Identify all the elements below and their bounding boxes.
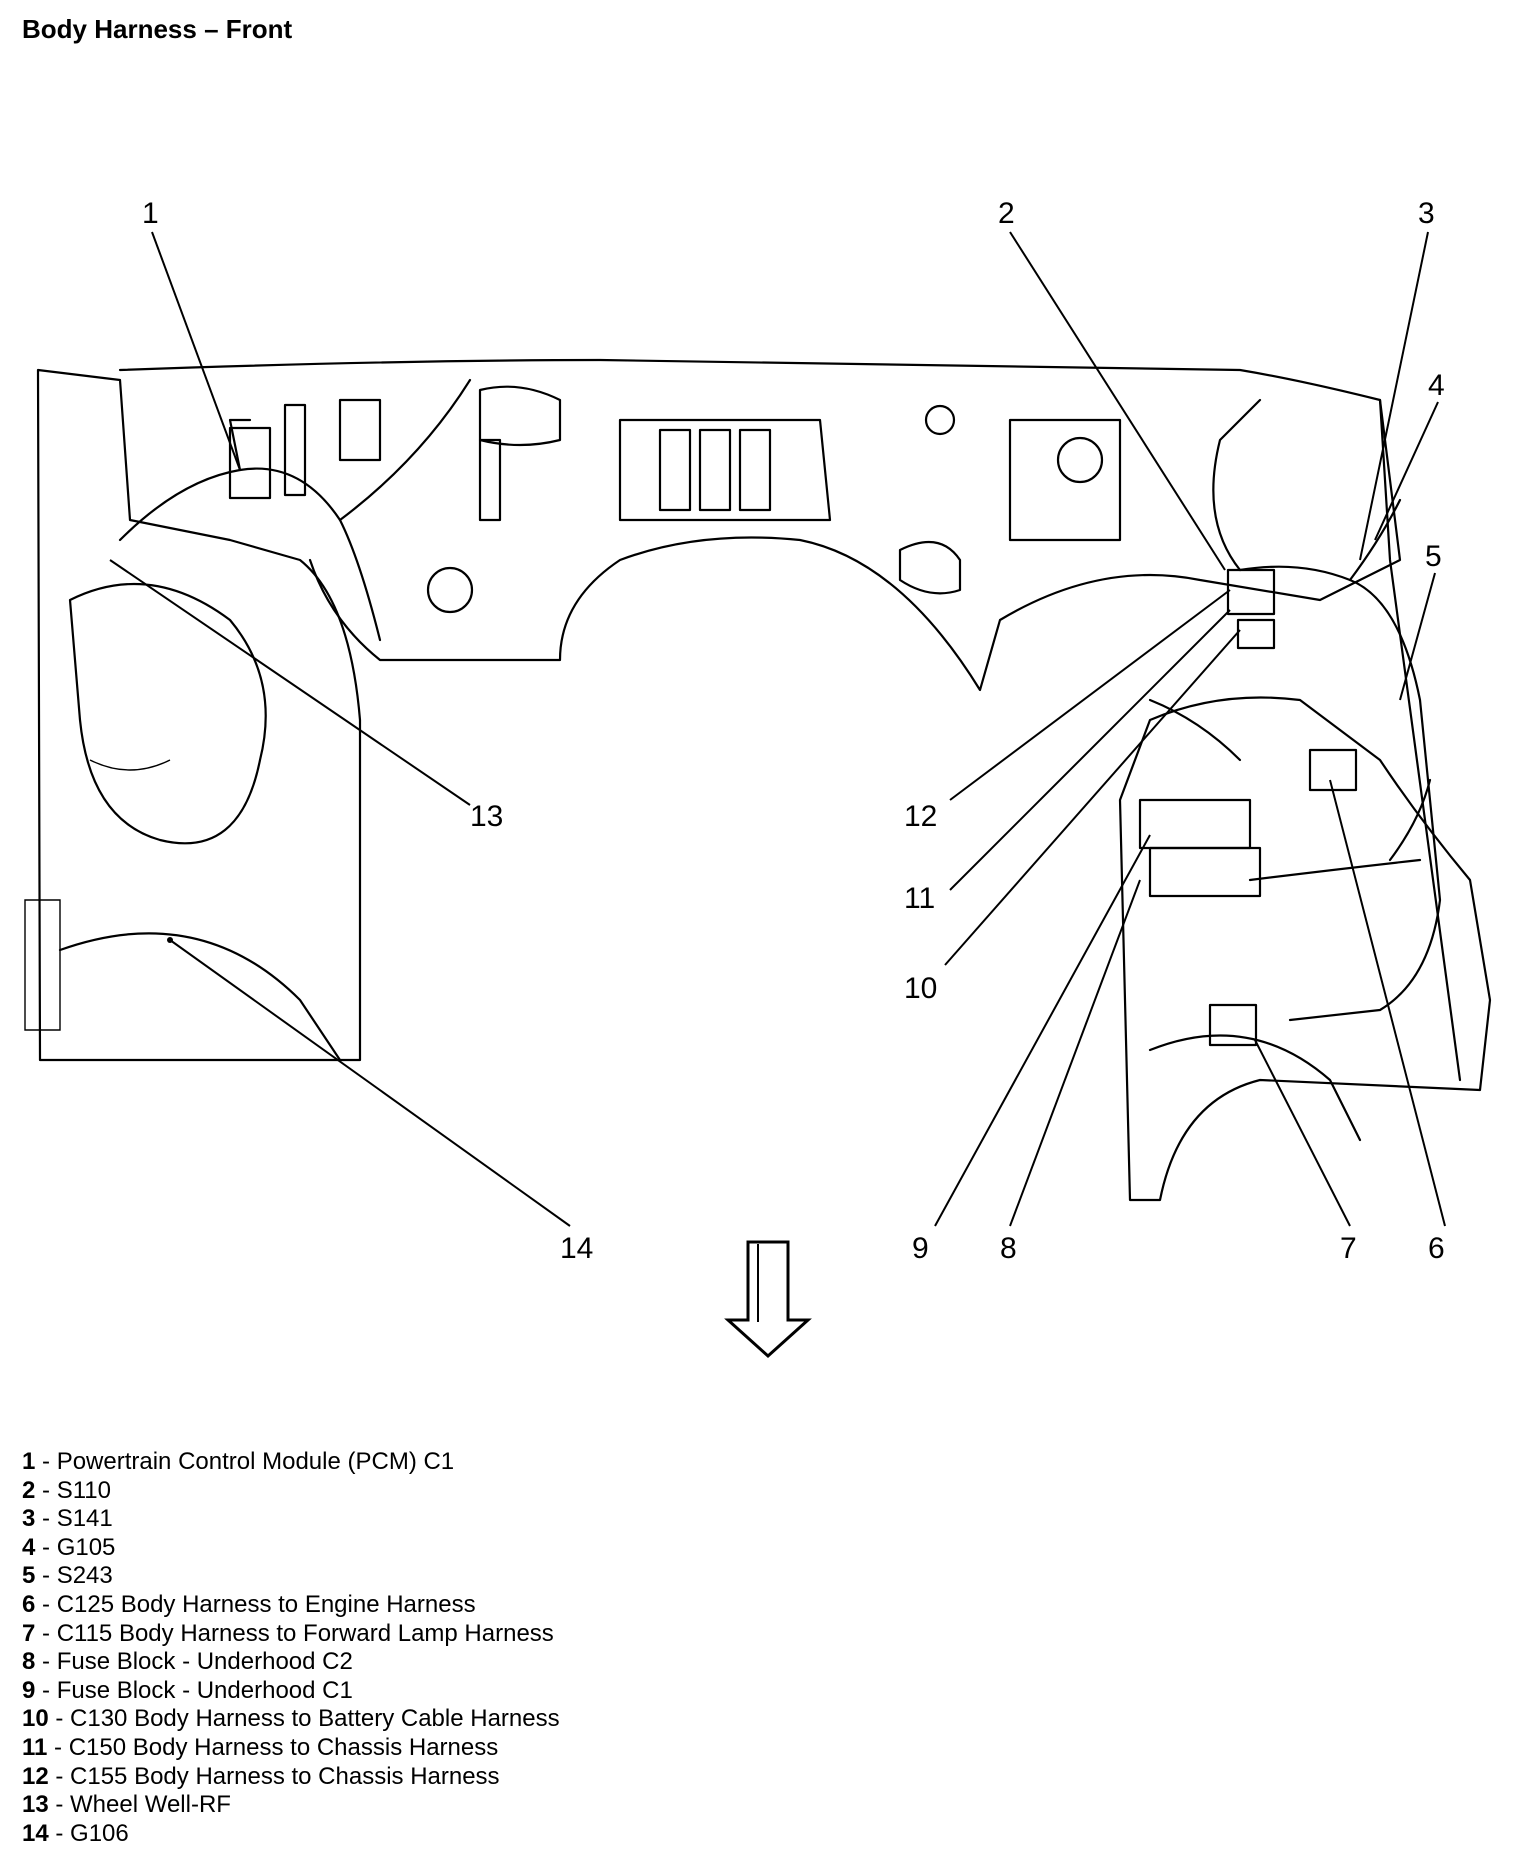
pcm-c1-connector (228, 426, 272, 500)
wiring-harness (118, 378, 1442, 1022)
vehicle-body-outline (24, 358, 1492, 1202)
legend-item: 9 - Fuse Block - Underhood C1 (22, 1676, 353, 1704)
leader-lines (109, 231, 1446, 1227)
c125-connector (1308, 748, 1358, 792)
legend-item: 1 - Powertrain Control Module (PCM) C1 (22, 1448, 455, 1475)
callout-10: 10 (904, 972, 937, 1005)
callout-5: 5 (1425, 540, 1442, 573)
callout-11: 11 (904, 882, 935, 915)
callout-14: 14 (560, 1232, 593, 1265)
callout-6: 6 (1428, 1232, 1445, 1265)
legend-item: 11 - C150 Body Harness to Chassis Harnes… (22, 1733, 499, 1761)
legend-item: 13 - Wheel Well-RF (22, 1791, 231, 1819)
callout-3: 3 (1418, 197, 1435, 230)
callout-1: 1 (142, 197, 159, 230)
fuse-block-c2 (1148, 846, 1262, 898)
legend-item: 3 - S141 (22, 1505, 113, 1533)
legend-item: 2 - S110 (22, 1476, 111, 1504)
callout-13: 13 (470, 800, 503, 833)
page-title: Body Harness – Front (22, 14, 293, 44)
callout-8: 8 (1000, 1232, 1017, 1265)
c115-connector (1208, 1003, 1258, 1047)
callout-2: 2 (998, 197, 1015, 230)
g106-ground-point (167, 937, 173, 943)
legend-item: 7 - C115 Body Harness to Forward Lamp Ha… (22, 1619, 554, 1647)
front-direction-arrow (724, 1240, 812, 1359)
callout-12: 12 (904, 800, 937, 833)
legend-item: 8 - Fuse Block - Underhood C2 (22, 1648, 353, 1676)
legend-item: 6 - C125 Body Harness to Engine Harness (22, 1590, 476, 1618)
legend-item: 10 - C130 Body Harness to Battery Cable … (22, 1705, 560, 1733)
legend-item: 14 - G106 (22, 1819, 129, 1847)
legend-item: 4 - G105 (22, 1533, 116, 1561)
legend-item: 5 - S243 (22, 1562, 113, 1590)
c150-connector (1236, 618, 1276, 650)
fuse-block-c1 (1138, 798, 1252, 850)
callout-labels: 1 2 3 4 5 6 7 8 9 10 11 12 13 14 (142, 197, 1445, 1265)
callout-7: 7 (1340, 1232, 1357, 1265)
callout-9: 9 (912, 1232, 929, 1265)
legend-item: 12 - C155 Body Harness to Chassis Harnes… (22, 1762, 500, 1790)
callout-4: 4 (1428, 369, 1445, 402)
legend-list: 1 - Powertrain Control Module (PCM) C1 2… (22, 1448, 560, 1848)
